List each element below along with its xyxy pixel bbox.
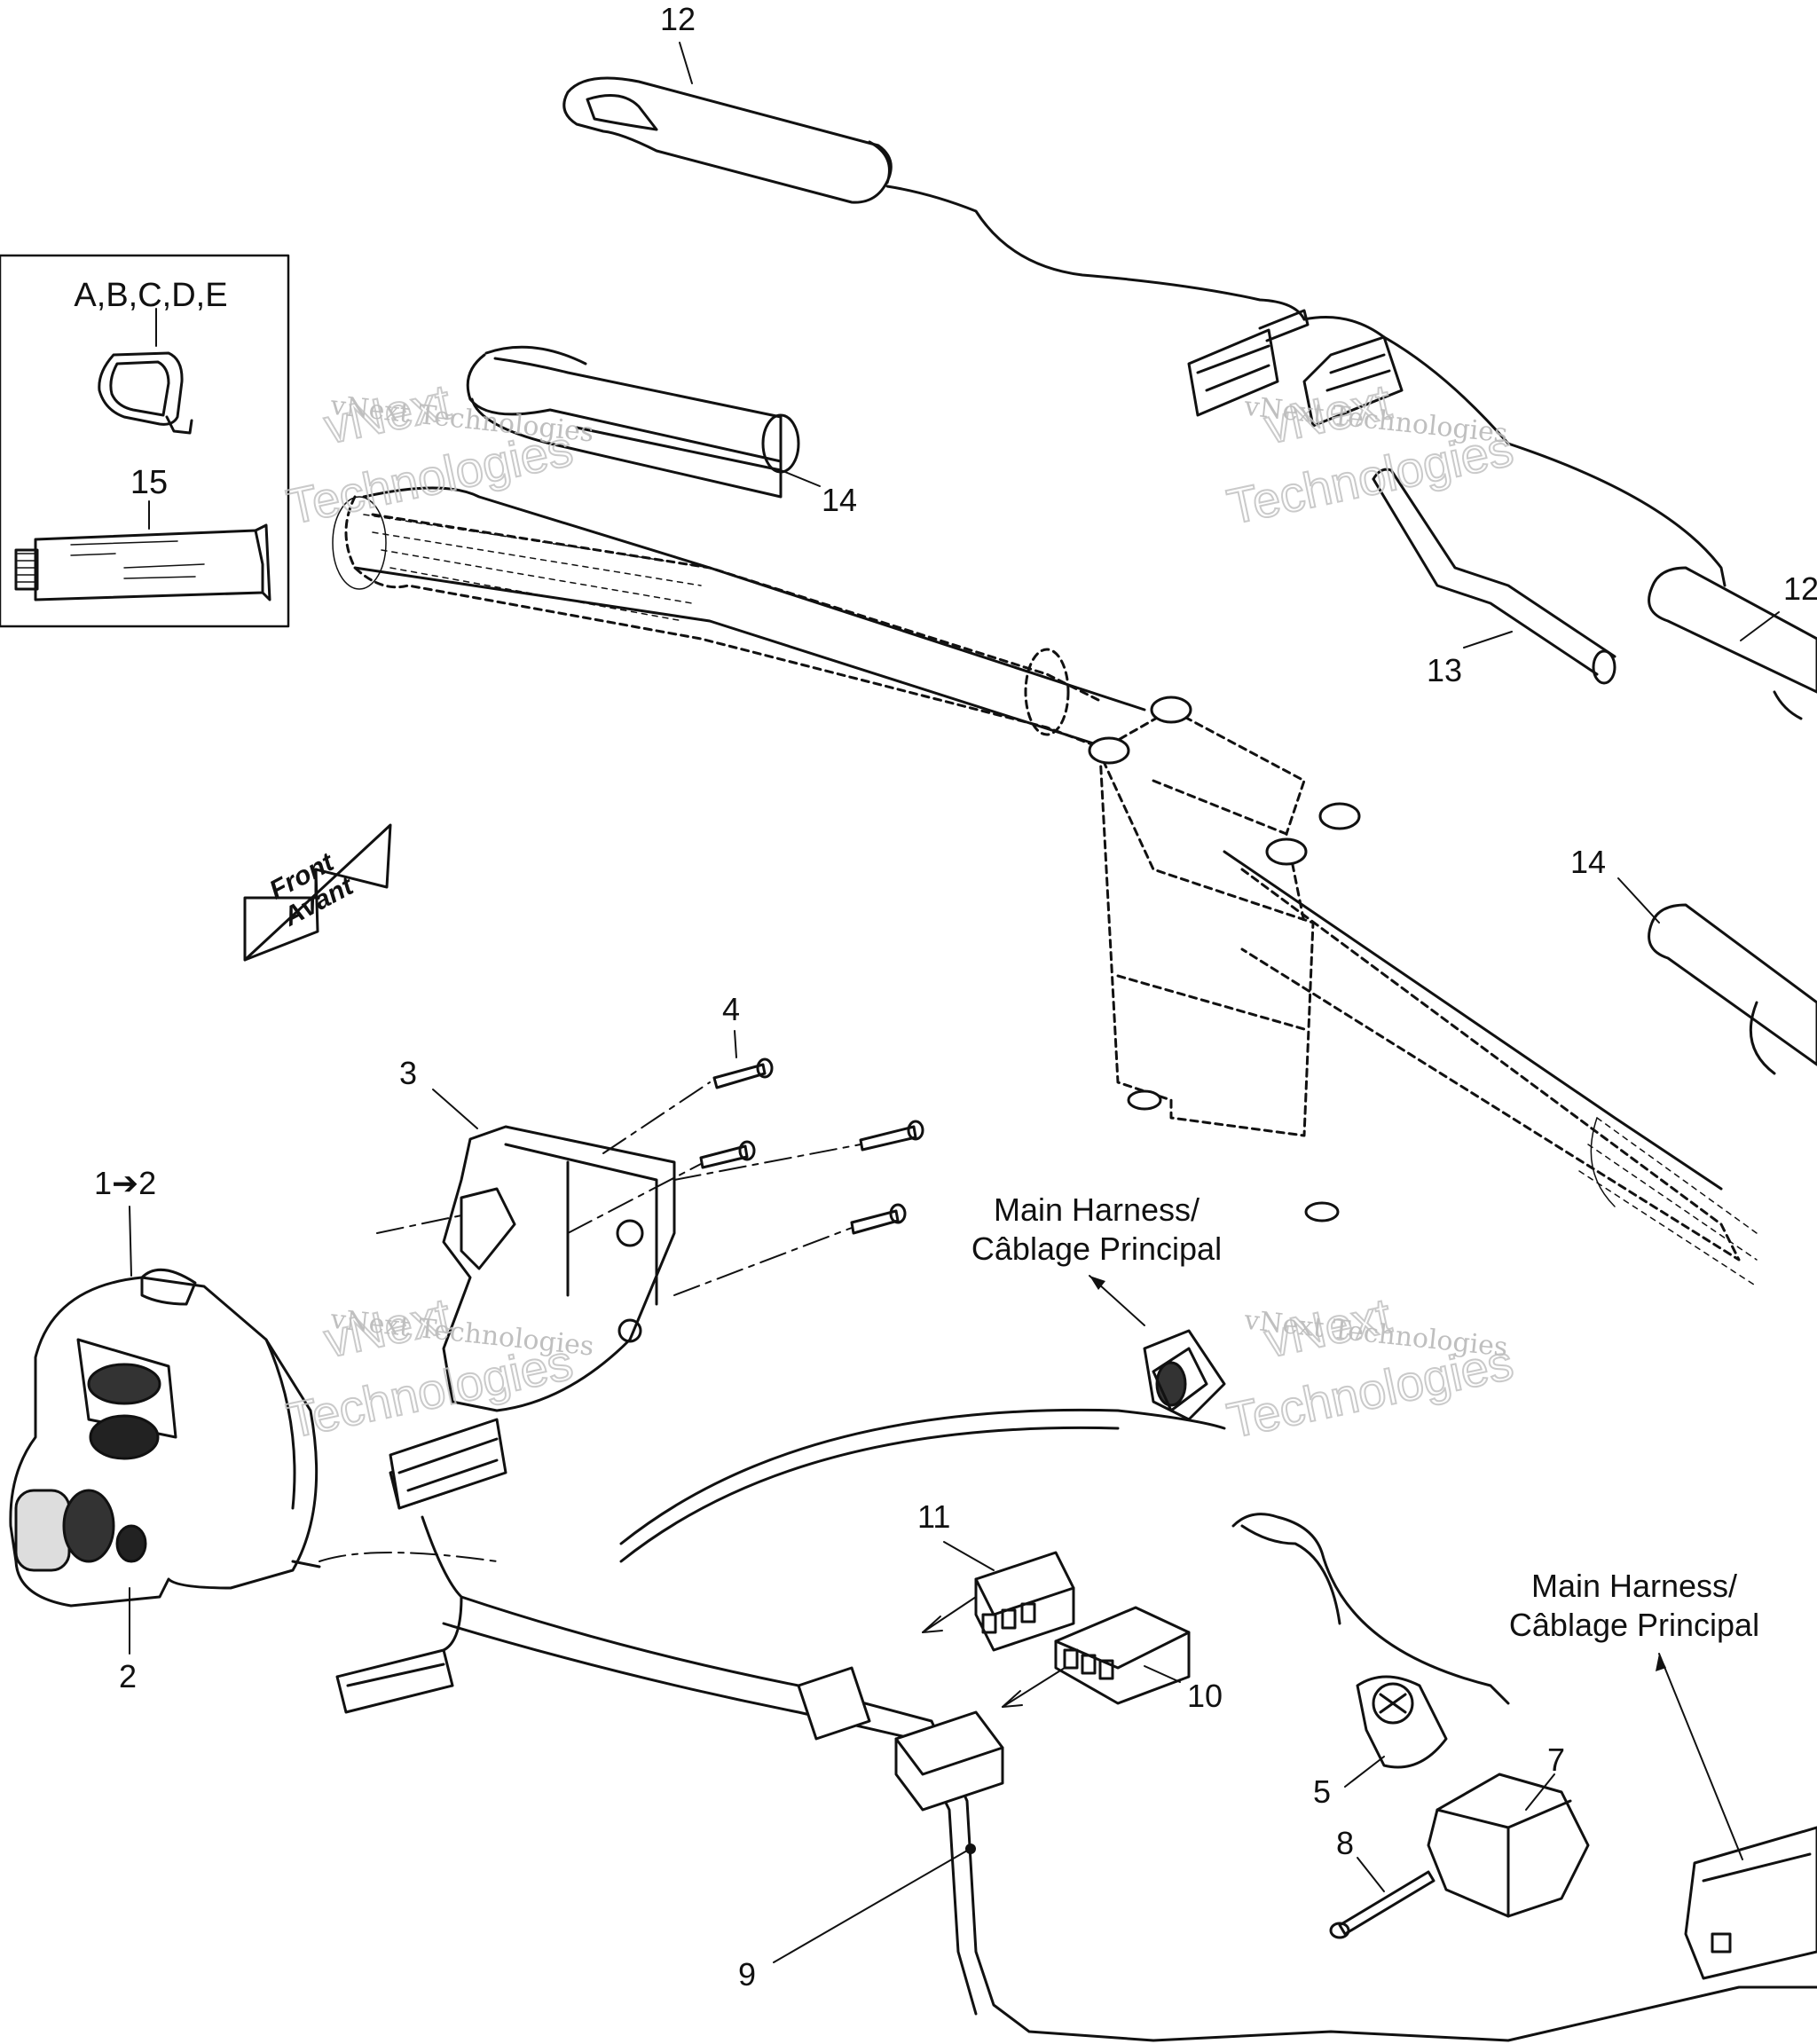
cap-7 [1427,1773,1590,1918]
main-harness-connector-right [1684,1826,1817,1980]
callout-12-top: 12 [660,1,696,37]
connector-10 [1054,1606,1191,1705]
handlebar-riser [1098,708,1315,1137]
grip-pattern-right [1578,1117,1758,1287]
callout-2: 2 [119,1658,137,1694]
watermark-group: vNext Technologies vNext Technologies vN… [281,373,1519,1450]
grip-pattern-left [332,496,711,622]
main-harness-label-1-line1: Main Harness/ [994,1191,1200,1228]
callout-4: 4 [722,991,740,1027]
kit-codes-label: A,B,C,D,E [74,277,227,314]
connector-pair-top [1187,309,1727,587]
callout-8: 8 [1336,1825,1354,1861]
handlebar-bar-13 [1372,468,1616,685]
connector-11 [974,1551,1075,1652]
heated-grip-element-12-top [562,76,1306,321]
grip-sleeve-14-top [466,345,800,499]
arrows-to-connectors [922,1596,1066,1708]
main-harness-label-2-line1: Main Harness/ [1531,1568,1737,1604]
grease-tube-icon [14,523,271,601]
callout-10: 10 [1187,1678,1223,1714]
kit-box [0,254,290,628]
switch-housing-lower-3 [442,1125,676,1412]
retaining-clip-icon [98,351,193,435]
callout-3: 3 [399,1055,417,1091]
callout-9: 9 [738,1956,756,1993]
riser-bolts [1088,696,1361,1222]
callout-14-top: 14 [822,482,857,518]
heated-grip-element-12-right [1648,566,1817,720]
grip-sleeve-14-right [1648,903,1817,1075]
callout-15: 15 [130,464,168,501]
leader-lines [129,42,1780,1963]
main-harness-label-1-line2: Câblage Principal [971,1230,1222,1267]
callout-11: 11 [917,1498,950,1535]
housing-screws-4 [699,1057,924,1235]
callout-7: 7 [1547,1741,1565,1778]
switch-housing [9,1268,321,1608]
main-harness-connector-left [1143,1329,1226,1421]
callout-13: 13 [1427,652,1462,688]
wiring-harness-9 [319,1408,1817,2042]
switch-5 [1356,1675,1448,1769]
callout-12-right: 12 [1783,570,1817,607]
connector-pins-6 [335,1418,507,1714]
callout-14-right: 14 [1570,844,1606,880]
callout-1-to-2: 1➔2 [94,1165,156,1201]
front-direction-arrow [243,823,392,962]
main-harness-label-2-line2: Câblage Principal [1509,1607,1759,1643]
harness-connector-pair-9 [797,1666,1004,1812]
callout-5: 5 [1313,1773,1331,1810]
pin-8 [1329,1870,1436,1939]
screw-center-lines [376,1081,861,1296]
